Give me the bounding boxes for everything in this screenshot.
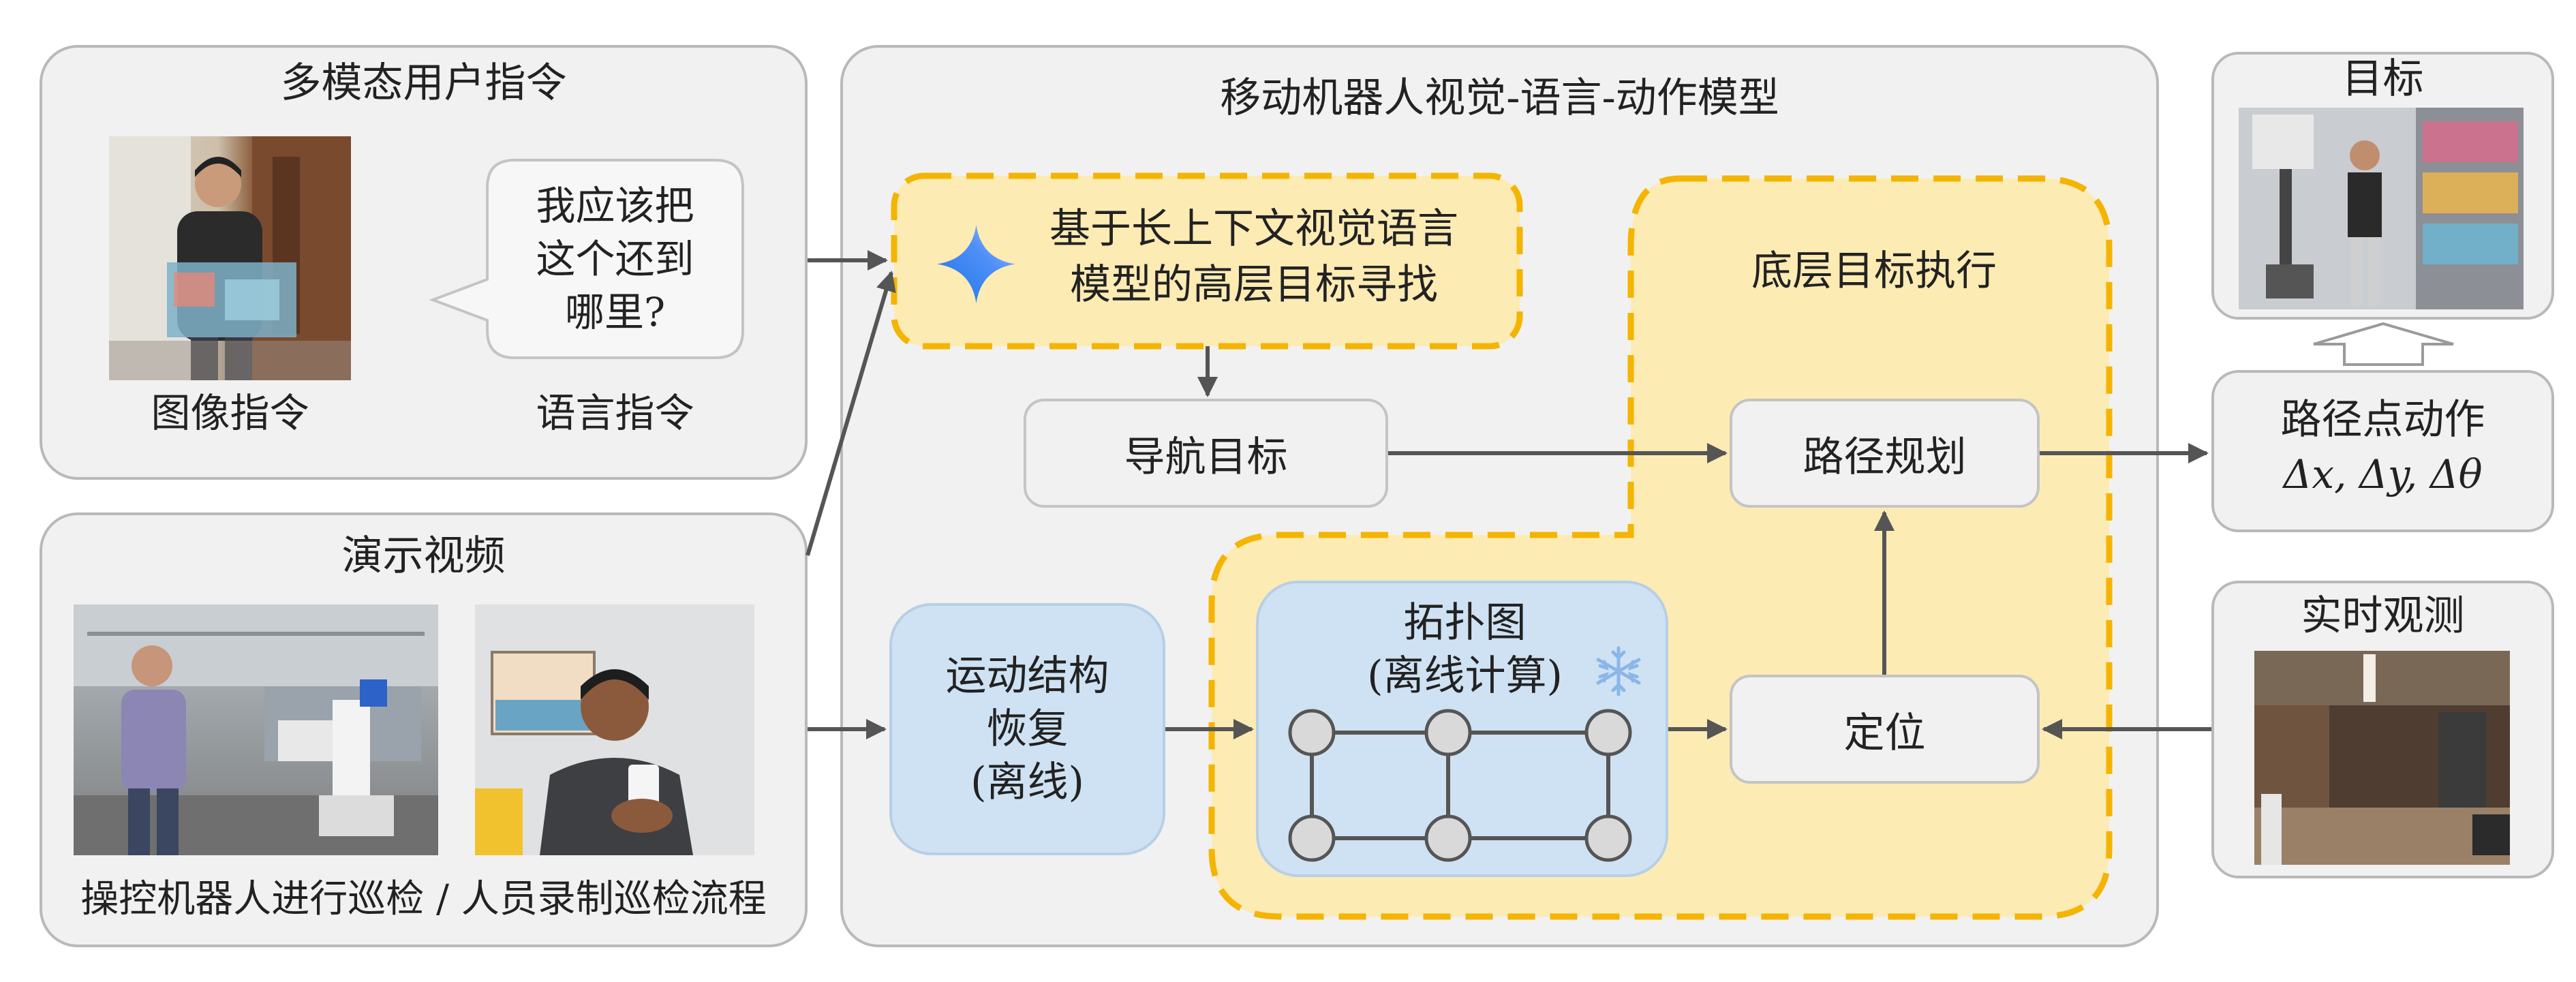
graph-node: [1288, 709, 1336, 756]
arrow-demo-to-highlevel: [806, 271, 896, 556]
speech-line-2: 这个还到: [536, 236, 694, 282]
high-level-goal-box: [891, 172, 1523, 350]
navigation-goal-box: 导航目标: [1024, 399, 1388, 508]
realtime-observation-title: 实时观测: [2301, 592, 2465, 640]
graph-node: [1424, 814, 1472, 862]
image-instruction-photo: [109, 136, 351, 380]
human-recording-illustration: [475, 604, 754, 855]
goal-scene-illustration: [2239, 108, 2524, 309]
multimodal-instruction-title: 多模态用户指令: [280, 59, 567, 107]
graph-node: [1288, 814, 1336, 862]
language-instruction-caption: 语言指令: [536, 390, 694, 436]
waypoint-action-deltas: Δx, Δy, Δθ: [2283, 451, 2483, 497]
sfm-line-3: (离线): [970, 758, 1084, 806]
speech-line-1: 我应该把: [536, 183, 694, 229]
graph-node: [1424, 709, 1472, 756]
realtime-observation-photo: [2254, 651, 2510, 865]
graph-node: [1584, 814, 1632, 862]
speech-line-3: 哪里?: [564, 289, 666, 335]
sfm-line-1: 运动结构: [945, 652, 1109, 700]
sfm-line-2: 恢复: [986, 705, 1069, 753]
sfm-box: 运动结构 恢复 (离线): [889, 603, 1165, 855]
waypoint-action-panel: [2211, 370, 2554, 532]
waypoint-action-title: 路径点动作: [2280, 396, 2485, 444]
topological-graph-title: 拓扑图: [1403, 599, 1527, 647]
demo-video-caption: 操控机器人进行巡检 / 人员录制巡检流程: [80, 877, 767, 921]
high-level-goal-line-2: 模型的高层目标寻找: [1070, 261, 1438, 309]
localization-box: 定位: [1730, 675, 2040, 784]
goal-title: 目标: [2342, 55, 2424, 103]
snowflake-icon: [1596, 646, 1641, 696]
path-planning-box: 路径规划: [1730, 399, 2040, 508]
path-planning-label: 路径规划: [1803, 433, 1967, 481]
robot-teleop-photo: [74, 604, 438, 855]
demo-video-title: 演示视频: [341, 532, 506, 580]
sparkle-icon: [937, 225, 1015, 303]
low-level-execution-title: 底层目标执行: [1751, 247, 1997, 295]
goal-photo: [2239, 108, 2524, 309]
localization-label: 定位: [1843, 709, 1926, 757]
human-recording-photo: [475, 604, 754, 855]
image-instruction-caption: 图像指令: [151, 390, 309, 436]
robot-teleop-illustration: [74, 604, 438, 855]
navigation-goal-label: 导航目标: [1124, 433, 1288, 481]
vla-model-title: 移动机器人视觉-语言-动作模型: [1220, 74, 1779, 122]
graph-node: [1584, 709, 1632, 756]
person-with-box-illustration: [109, 136, 351, 380]
high-level-goal-line-1: 基于长上下文视觉语言: [1049, 205, 1458, 253]
topological-graph-subtitle: (离线计算): [1367, 652, 1563, 700]
realtime-scene-illustration: [2254, 651, 2510, 865]
